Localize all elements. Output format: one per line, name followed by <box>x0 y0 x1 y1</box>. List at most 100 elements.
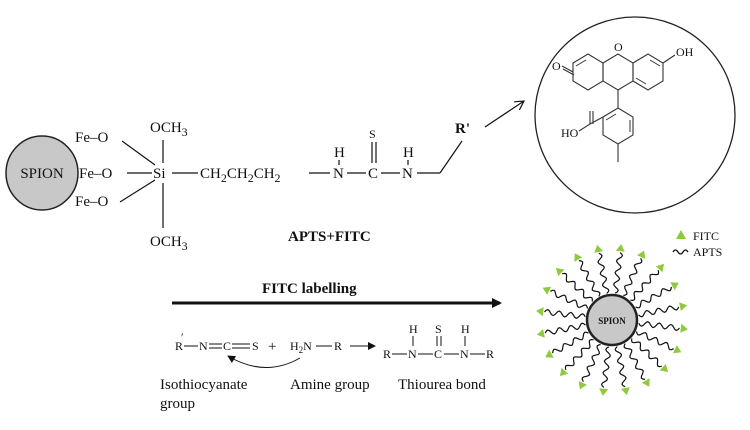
fe-o-bottom: Fe–O <box>75 194 109 210</box>
fitc-marker <box>578 381 587 390</box>
thiourea-product: R N H C S N H R <box>383 322 494 361</box>
rxn-plus: + <box>268 339 276 355</box>
fitc-marker <box>594 244 603 253</box>
methoxy-bottom: OCH3 <box>150 234 188 253</box>
label-amine-group: Amine group <box>290 377 370 393</box>
bond-to-r-prime <box>439 140 463 174</box>
fitc-ring-o: O <box>614 40 623 54</box>
fitc-marker <box>545 349 554 358</box>
fitc-cooh-ho: HO <box>561 126 579 140</box>
apts-ligand <box>544 322 586 335</box>
phenyl-ring <box>602 107 634 145</box>
fitc-marker <box>659 363 669 373</box>
apts-ligand <box>630 338 662 368</box>
fitc-structure: O O OH HO <box>534 16 736 214</box>
apts-ligand <box>581 343 601 382</box>
rxn-r4: R <box>486 347 494 361</box>
dbl-bond-2 <box>635 77 647 85</box>
fitc-marker <box>555 267 565 277</box>
label-isothiocyanate-group: group <box>160 396 195 412</box>
bond-carbonyl <box>561 65 574 73</box>
apts-ligand <box>578 260 601 297</box>
arrow-to-fitc <box>484 101 524 128</box>
labelling-scheme: FITC labelling R ′ N C S + H2N R R <box>160 281 502 412</box>
bond-o-si-top <box>121 140 156 166</box>
fitc-marker <box>679 302 688 311</box>
thiourea-n-left: N <box>333 166 344 182</box>
fitc-marker <box>599 388 609 396</box>
fitc-marker <box>641 378 650 387</box>
xanthene-ring-left <box>572 53 604 91</box>
legend: FITC APTS <box>672 229 722 259</box>
functionalized-nanoparticle: SPION <box>536 244 688 396</box>
apts-ligand <box>638 305 680 318</box>
fitc-marker <box>621 387 630 396</box>
fitc-marker <box>536 307 544 317</box>
rxn-h4: H <box>461 322 470 336</box>
legend-apts-label: APTS <box>693 245 722 259</box>
thiourea-c: C <box>368 166 378 182</box>
rxn-r3: R <box>383 347 391 361</box>
isothiocyanate-reactant: R ′ N C S <box>175 330 259 353</box>
bond-cooh <box>589 116 604 125</box>
thiourea-s: S <box>369 127 376 141</box>
apts-ligand <box>623 258 643 297</box>
fitc-marker <box>559 367 569 377</box>
rxn-n3: N <box>408 347 417 361</box>
apts-ligand <box>597 252 610 294</box>
legend-apts-wave-icon <box>672 249 689 255</box>
fe-o-top: Fe–O <box>75 130 109 146</box>
rxn-r1: R <box>175 339 183 353</box>
r-prime-label: R' <box>455 121 470 137</box>
methoxy-top: OCH3 <box>150 120 188 139</box>
fitc-carbonyl-o: O <box>552 59 561 73</box>
thiourea-h-right: H <box>403 145 414 161</box>
rxn-n1: N <box>199 339 208 353</box>
apts-ligand <box>552 331 589 354</box>
apts-ligand <box>614 346 627 388</box>
xanthene-ring-middle <box>602 53 634 91</box>
rxn-s1: S <box>252 339 259 353</box>
apts-ligand <box>635 331 674 351</box>
apts-ligand <box>638 321 680 332</box>
fitc-marker <box>615 244 625 252</box>
apts-ligand <box>613 252 624 294</box>
legend-fitc-label: FITC <box>693 229 719 243</box>
fitc-marker <box>574 253 583 262</box>
fe-o-middle: Fe–O <box>79 166 113 182</box>
legend-fitc-marker-icon <box>676 230 686 239</box>
apts-ligand <box>544 308 586 319</box>
fitc-circle <box>534 16 736 214</box>
fitc-marker <box>680 323 688 333</box>
apts-ligand <box>550 289 589 309</box>
apts-ligand <box>630 270 660 302</box>
rxn-s3: S <box>435 322 442 336</box>
rxn-r2: R <box>334 339 342 353</box>
apts-ligand <box>600 346 611 388</box>
label-isothiocyanate: Isothiocyanate <box>160 377 248 393</box>
silicon-label: Si <box>153 166 166 182</box>
apts-ligand <box>562 272 594 302</box>
thiourea-n-right: N <box>402 166 413 182</box>
fitc-marker <box>542 286 551 295</box>
apts-ligand <box>564 338 594 370</box>
amine-reactant: H2N R <box>227 339 342 368</box>
propyl-chain: CH2CH2CH2 <box>200 166 281 185</box>
fitc-labelling-label: FITC labelling <box>262 281 357 297</box>
thiourea-h-left: H <box>334 145 345 161</box>
fitc-marker <box>670 282 679 291</box>
spion-core-lower <box>585 293 639 347</box>
bond-oh <box>662 54 676 64</box>
fitc-oh: OH <box>676 45 694 59</box>
bond-o-si-bottom <box>119 179 156 203</box>
spion-label-lower: SPION <box>598 316 626 326</box>
upper-structure: SPION Fe–O Fe–O Fe–O Si OCH3 OCH3 CH2CH2… <box>5 101 524 253</box>
nucleophilic-attack-arrow <box>227 355 301 368</box>
fitc-marker <box>637 250 646 259</box>
rxn-c3: C <box>434 347 442 361</box>
fitc-marker <box>655 263 665 273</box>
rxn-c1: C <box>223 339 231 353</box>
apts-ligand <box>623 343 646 380</box>
bond-carbonyl-2 <box>562 68 575 76</box>
